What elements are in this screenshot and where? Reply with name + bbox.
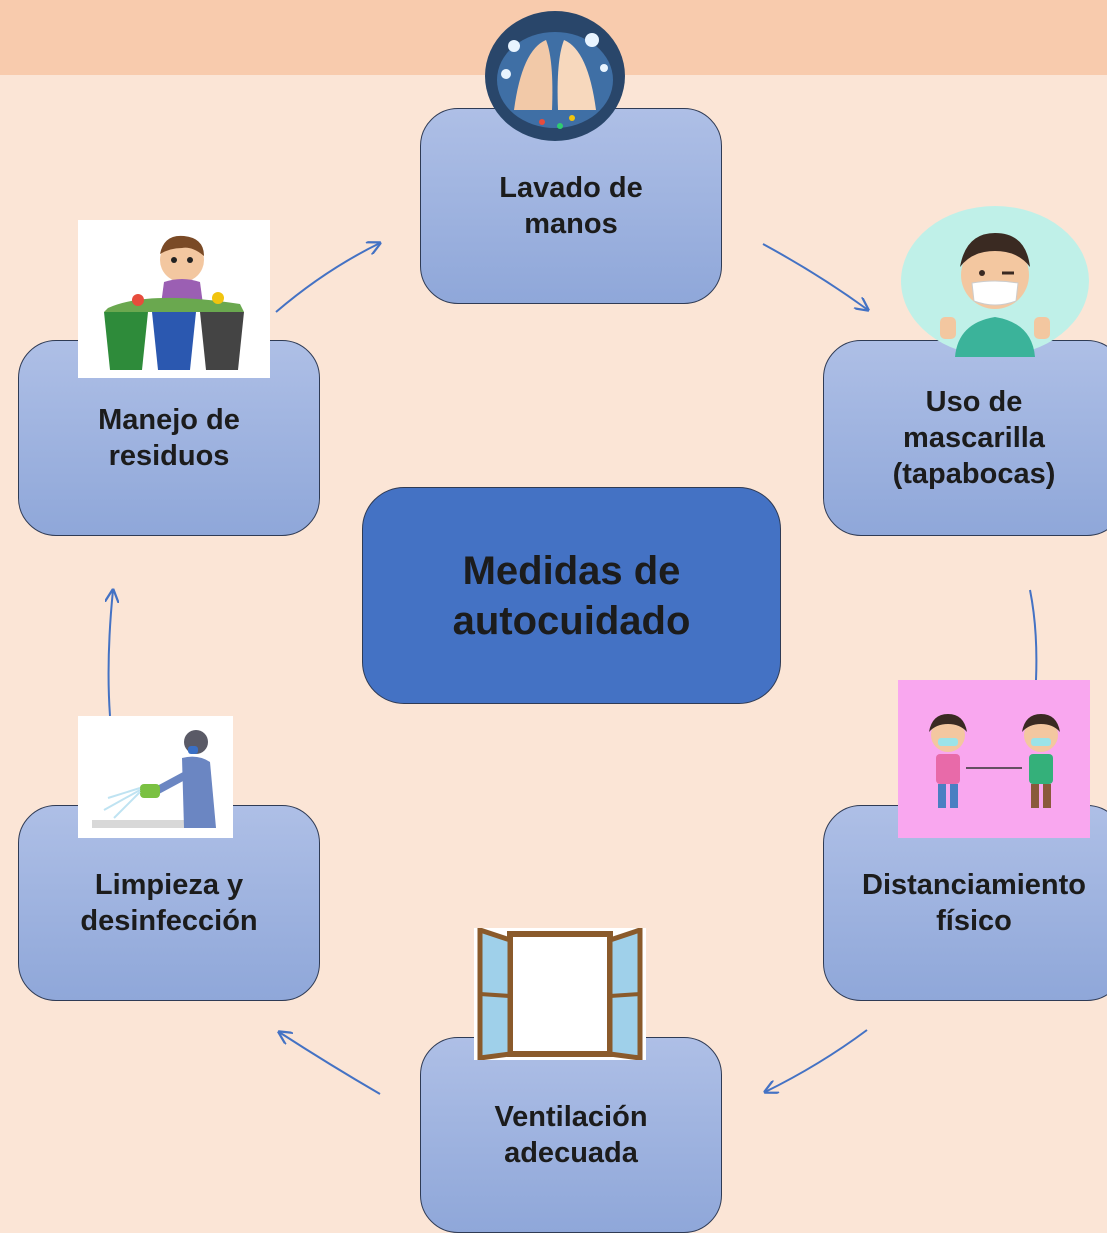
arrow-limpieza-to-manejo: [109, 590, 113, 717]
recycling-bins-icon: [78, 220, 270, 378]
node-uso-de-mascarilla: Uso de mascarilla (tapabocas): [823, 340, 1107, 536]
spray-disinfect-icon: [78, 716, 233, 838]
node-label: Lavado de manos: [499, 172, 643, 240]
arrow-distanciamiento-to-ventilacion: [765, 1029, 868, 1092]
arrow-manejo-to-lavado: [275, 243, 380, 313]
arrow-lavado-to-mascarilla: [762, 243, 868, 310]
children-social-distance-icon: [898, 680, 1090, 838]
node-lavado-de-manos: Lavado de manos: [420, 108, 722, 304]
arrow-mascarilla-to-distanciamiento: [1029, 589, 1038, 681]
node-label: Uso de mascarilla (tapabocas): [892, 386, 1056, 490]
node-ventilacion-adecuada: Ventilación adecuada: [420, 1037, 722, 1233]
arrow-ventilacion-to-limpieza: [279, 1032, 381, 1095]
node-label: Limpieza y desinfección: [80, 869, 258, 937]
node-label: Distanciamiento físico: [862, 869, 1086, 937]
open-window-icon: [474, 928, 646, 1060]
handwashing-icon: [484, 10, 626, 142]
node-label: Ventilación adecuada: [494, 1101, 648, 1169]
node-label: Manejo de residuos: [98, 404, 240, 472]
child-mask-thumbs-up-icon: [900, 205, 1090, 357]
center-label: Medidas de autocuidado: [452, 548, 691, 643]
center-node: Medidas de autocuidado: [362, 487, 781, 704]
